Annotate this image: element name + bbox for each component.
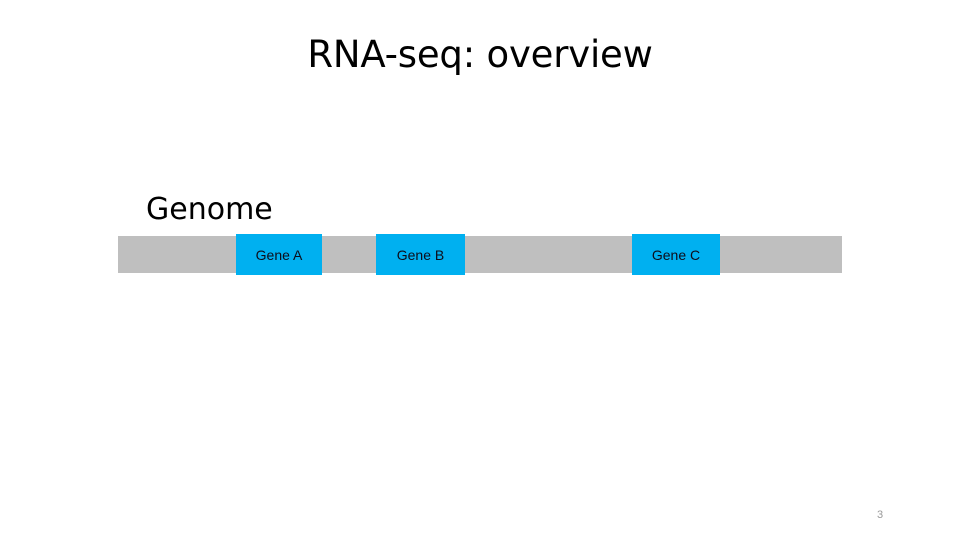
page-title: RNA-seq: overview xyxy=(307,33,653,76)
gene-block-b-label: Gene B xyxy=(396,246,445,263)
gene-block-c: Gene C xyxy=(632,234,720,275)
gene-block-a-label: Gene A xyxy=(255,246,303,263)
gene-block-b: Gene B xyxy=(376,234,465,275)
gene-block-a: Gene A xyxy=(236,234,322,275)
genome-track-bar xyxy=(118,236,842,273)
gene-block-c-label: Gene C xyxy=(651,246,701,263)
slide-number: 3 xyxy=(876,509,884,521)
genome-section-label: Genome xyxy=(146,192,273,227)
